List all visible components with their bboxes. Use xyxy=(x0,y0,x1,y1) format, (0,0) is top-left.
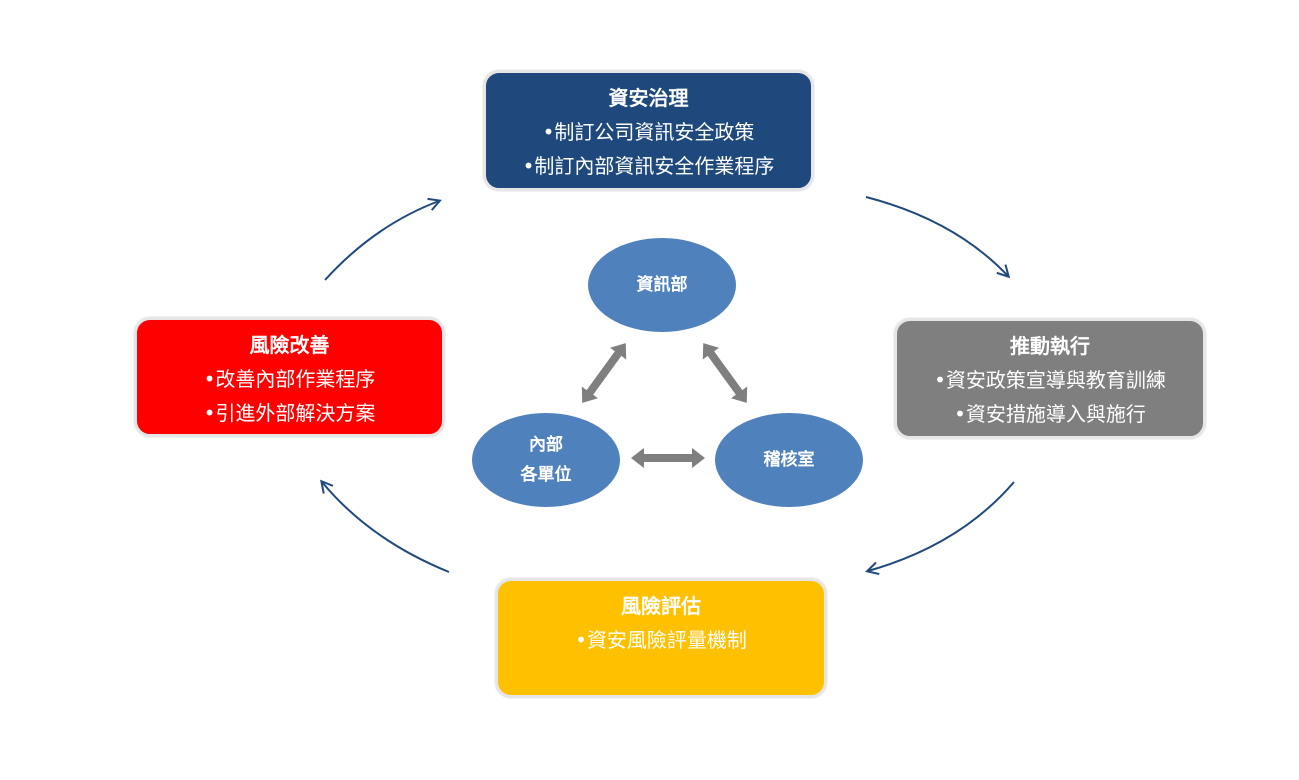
improvement-item: •改善內部作業程序 xyxy=(203,367,376,391)
cycle-arrow-assessment-to-improvement xyxy=(322,482,450,573)
assessment-title: 風險評估 xyxy=(621,594,701,618)
audit-office-circle: 稽核室 xyxy=(715,413,863,507)
double-arrow-units-audit xyxy=(631,448,705,468)
audit-office-label: 稽核室 xyxy=(763,450,815,470)
cycle-arrow-execution-to-assessment xyxy=(868,481,1015,571)
governance-title: 資安治理 xyxy=(608,86,689,110)
execution-box: 推動執行 •資安政策宣導與教育訓練 •資安措施導入與施行 xyxy=(894,318,1206,439)
governance-box: 資安治理 •制訂公司資訊安全政策 •制訂內部資訊安全作業程序 xyxy=(483,70,814,191)
internal-units-label-line1: 內部 xyxy=(529,435,563,455)
execution-title: 推動執行 xyxy=(1010,334,1090,358)
governance-item: •制訂內部資訊安全作業程序 xyxy=(522,154,775,178)
execution-item: •資安措施導入與施行 xyxy=(954,402,1146,426)
cycle-arrow-governance-to-execution xyxy=(865,196,1008,276)
internal-units-label-line2: 各單位 xyxy=(520,465,572,485)
double-arrow-it-audit xyxy=(702,343,748,403)
cycle-arrow-improvement-to-governance xyxy=(324,201,439,281)
improvement-box: 風險改善 •改善內部作業程序 •引進外部解決方案 xyxy=(134,317,445,437)
it-department-label: 資訊部 xyxy=(636,275,688,295)
execution-item: •資安政策宣導與教育訓練 xyxy=(934,368,1166,392)
improvement-item: •引進外部解決方案 xyxy=(203,401,376,425)
internal-units-circle: 內部 各單位 xyxy=(472,413,620,507)
it-department-circle: 資訊部 xyxy=(588,238,736,332)
assessment-item: •資安風險評量機制 xyxy=(575,628,747,652)
double-arrow-it-units xyxy=(581,343,627,403)
assessment-box: 風險評估 •資安風險評量機制 xyxy=(495,578,827,698)
improvement-title: 風險改善 xyxy=(249,333,330,357)
governance-item: •制訂公司資訊安全政策 xyxy=(542,120,755,144)
